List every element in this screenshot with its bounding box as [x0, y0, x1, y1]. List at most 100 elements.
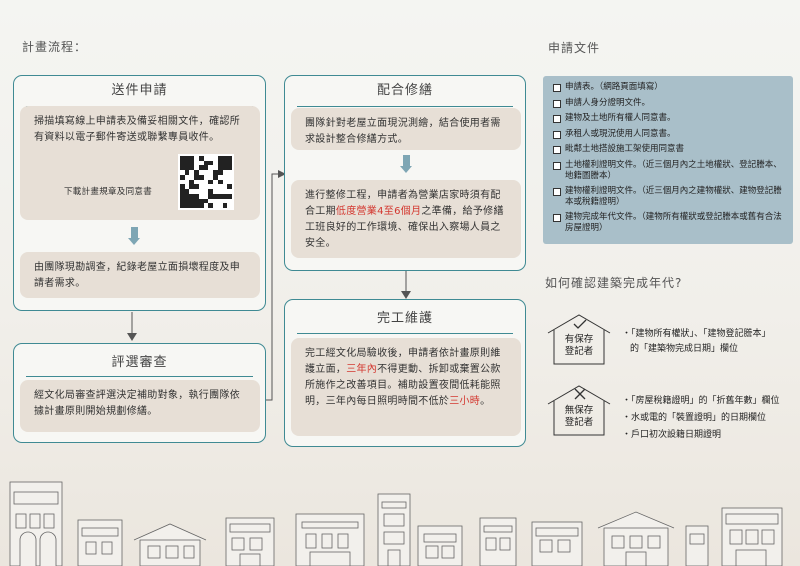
qr-code[interactable] [178, 154, 234, 210]
qr-module [180, 189, 185, 194]
unregistered-label-line2: 登記者 [564, 417, 594, 428]
registered-label-line2: 登記者 [564, 346, 594, 357]
checkbox-icon[interactable] [553, 161, 561, 170]
qr-module [189, 179, 195, 185]
repair-card-text-b: 之準備，給予修繕工班良好的工作環境、確保出入察場人員之安全。 [305, 206, 504, 249]
qr-module [222, 160, 228, 166]
done-card: 完工經文化局驗收後，申請者依計畫原則維護立面，三年內不得更動、拆卸或棄置公款所施… [291, 338, 521, 436]
document-item[interactable]: 建物完成年代文件。（建物所有權狀或登記謄本或舊有合法房屋證明） [553, 212, 783, 235]
checkbox-icon[interactable] [553, 115, 561, 123]
qr-code-pattern [178, 154, 234, 210]
download-label[interactable]: 下載計畫規章及同意書 [64, 187, 153, 197]
qr-module [203, 165, 209, 171]
qr-module [198, 174, 204, 180]
unregistered-label-line1: 無保存 [564, 405, 594, 416]
registered-label-line1: 有保存 [564, 334, 594, 345]
connector-apply-review [127, 312, 137, 341]
qr-module [222, 193, 228, 199]
connector-repair-done [401, 271, 411, 299]
document-item[interactable]: 申請人身分證明文件。 [553, 98, 783, 110]
qr-module [222, 156, 228, 161]
document-item[interactable]: 建物權利證明文件。（近三個月內之建物權狀、建物登記謄本或稅籍證明） [553, 186, 783, 209]
qr-module [184, 198, 190, 204]
document-item-label: 建物完成年代文件。（建物所有權狀或登記謄本或舊有合法房屋證明） [565, 211, 782, 234]
qr-module [180, 193, 185, 199]
done-card-text-b: 不得更動、拆卸或棄置公款所施作之改善項目。補助設置夜間低耗能照明，三年內每日照明… [305, 364, 501, 407]
registered-method-line: ・「建物所有權狀」、「建物登記謄本」 [622, 329, 771, 339]
qr-module [208, 193, 214, 199]
document-item-label: 土地權利證明文件。（近三個月內之土地權狀、登記謄本、地籍圖謄本） [565, 159, 782, 182]
document-item[interactable]: 承租人或現況使用人同意書。 [553, 129, 783, 141]
repair-highlight-period: 低度營業4至6個月 [335, 206, 422, 217]
qr-module [184, 189, 190, 194]
document-item[interactable]: 建物及土地所有權人同意書。 [553, 113, 783, 125]
cross-icon [574, 388, 586, 400]
registered-methods: ・「建物所有權狀」、「建物登記謄本」 的「建築物完成日期」欄位 [622, 327, 771, 357]
qr-module [198, 198, 204, 204]
unregistered-method-line: ・水或電的「裝置證明」的日期欄位 [622, 413, 767, 423]
registered-method-line: 的「建築物完成日期」欄位 [630, 344, 739, 354]
documents-heading: 申請文件 [548, 41, 601, 55]
qr-module [217, 165, 223, 171]
qr-module [208, 160, 214, 166]
review-panel-divider [26, 376, 253, 377]
qr-module [184, 156, 190, 161]
check-icon [573, 319, 587, 329]
document-item-label: 建物權利證明文件。（近三個月內之建物權狀、建物登記謄本或稅籍證明） [565, 185, 782, 208]
qr-module [227, 184, 232, 190]
qr-module [189, 193, 195, 199]
document-item[interactable]: 毗鄰土地搭設施工架使用同意書 [553, 144, 783, 156]
repair-card-construction: 進行整修工程，申請者為營業店家時須有配合工期低度營業4至6個月之準備，給予修繕工… [291, 180, 521, 258]
qr-module [180, 174, 185, 180]
connector-review-repair [266, 170, 286, 401]
qr-module [194, 170, 199, 175]
review-panel-title: 評選審查 [111, 355, 168, 370]
review-card: 經文化局審查評選決定補助對象，執行團隊依據計畫原則開始規劃修繕。 [20, 380, 260, 432]
done-panel-title: 完工維護 [376, 311, 433, 326]
qr-module [227, 193, 232, 199]
year-question-heading: 如何確認建築完成年代? [545, 276, 683, 290]
qr-module [180, 160, 185, 166]
qr-module [213, 193, 218, 199]
qr-module [198, 203, 204, 208]
checkbox-icon[interactable] [553, 130, 561, 139]
unregistered-methods: ・「房屋稅籍證明」的「折舊年數」欄位 ・水或電的「裝置證明」的日期欄位 ・戶口初… [622, 393, 780, 444]
checkbox-icon[interactable] [553, 84, 561, 92]
qr-module [180, 165, 185, 171]
repair-panel-title: 配合修繕 [376, 83, 433, 98]
qr-module [194, 174, 199, 180]
checkbox-icon[interactable] [553, 187, 561, 196]
qr-module [213, 170, 218, 175]
qr-module [227, 203, 232, 208]
qr-module [180, 184, 185, 190]
repair-card-text-a: 進行整修工程，申請者為營業店家時須有配合工期 [305, 190, 501, 217]
checkbox-icon[interactable] [553, 213, 561, 222]
checkbox-icon[interactable] [553, 99, 561, 108]
qr-module [222, 203, 228, 208]
house-icon [547, 314, 611, 365]
review-panel: 評選審查 經文化局審查評選決定補助對象，執行團隊依據計畫原則開始規劃修繕。 [13, 343, 266, 443]
done-highlight-three-hours: 三小時 [449, 396, 481, 407]
done-panel: 完工維護 完工經文化局驗收後，申請者依計畫原則維護立面，三年內不得更動、拆卸或棄… [284, 299, 526, 447]
document-item[interactable]: 申請表。（網路頁面填寫） [553, 82, 783, 94]
qr-module [217, 179, 223, 185]
qr-module [189, 156, 195, 161]
qr-module [180, 156, 185, 161]
repair-card-survey: 團隊針對老屋立面現況測繪，結合使用者需求設計整合修繕方式。 [291, 108, 521, 150]
repair-card-survey-text: 團隊針對老屋立面現況測繪，結合使用者需求設計整合修繕方式。 [305, 118, 501, 145]
qr-module [227, 156, 232, 161]
checkbox-icon[interactable] [553, 146, 561, 154]
registered-label: 有保存 登記者 [556, 334, 602, 358]
qr-module [194, 203, 199, 208]
qr-module [217, 170, 223, 175]
repair-down-arrow [400, 155, 412, 173]
apply-panel: 送件申請 掃描填寫線上申請表及備妥相關文件，確認所有資料以電子郵件寄送或聯繫專員… [13, 75, 266, 311]
unregistered-label: 無保存 登記者 [556, 405, 602, 429]
qr-module [213, 174, 218, 180]
document-item[interactable]: 土地權利證明文件。（近三個月內之土地權狀、登記謄本、地籍圖謄本） [553, 160, 783, 183]
qr-module [227, 160, 232, 166]
qr-module [189, 203, 195, 208]
qr-module [189, 160, 195, 166]
apply-card-submit-text: 掃描填寫線上申請表及備妥相關文件，確認所有資料以電子郵件寄送或聯繫專員收件。 [34, 116, 240, 143]
qr-module [198, 165, 204, 171]
